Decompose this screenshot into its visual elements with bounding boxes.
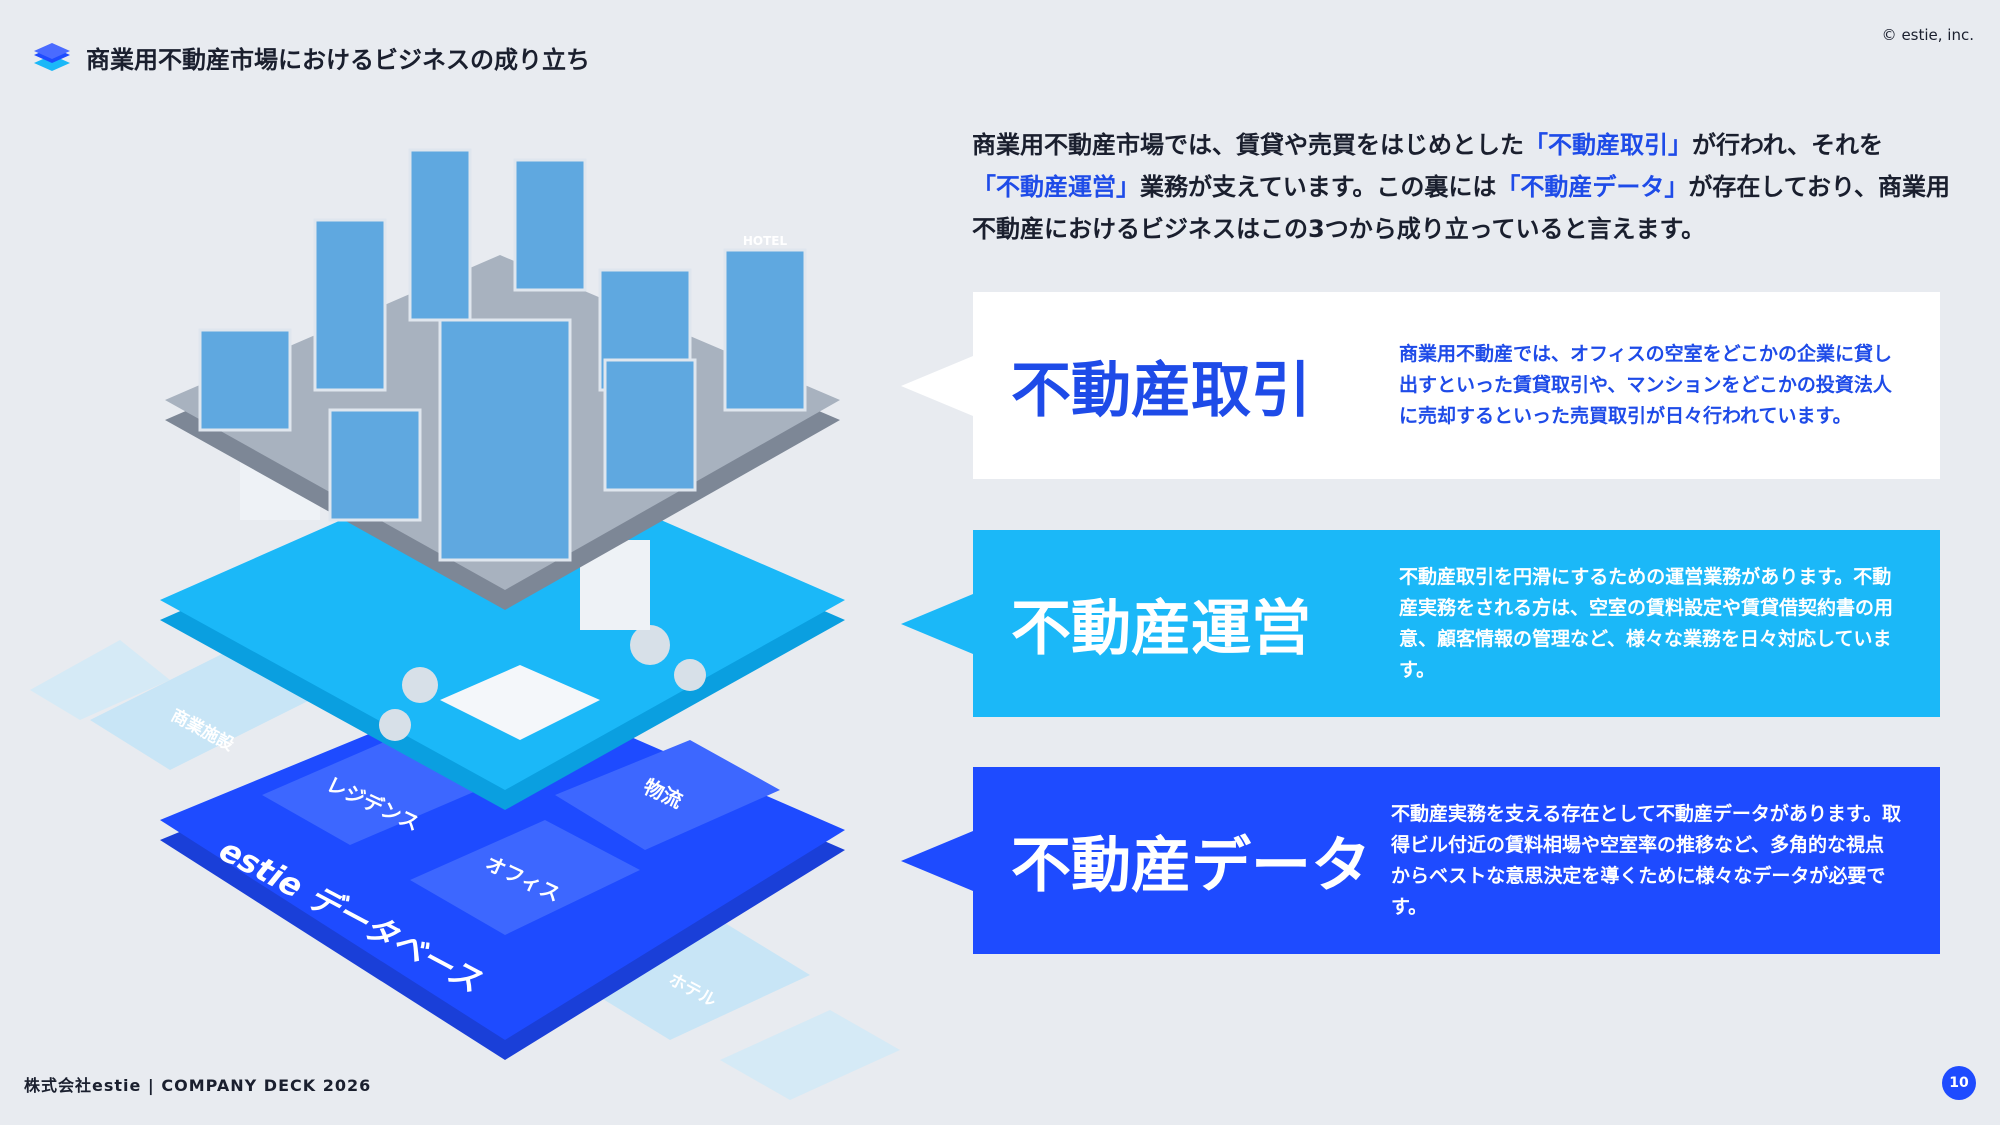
footer-text: 株式会社estie | COMPANY DECK 2026 <box>24 1076 372 1095</box>
pointer-arrow <box>901 355 973 416</box>
intro-highlight: 「不動産データ」 <box>1496 173 1689 201</box>
intro-highlight: 「不動産取引」 <box>1524 131 1692 159</box>
header: 商業用不動産市場におけるビジネスの成り立ち <box>32 40 590 75</box>
intro-part: 商業用不動産市場では、賃貸や売買をはじめとした <box>972 131 1524 159</box>
card-title: 不動産データ <box>1011 831 1371 901</box>
intro-part: 業務が支えています。この裏には <box>1140 173 1497 201</box>
operation-layer <box>160 399 845 810</box>
card-operation: 不動産運営 不動産取引を円滑にするための運営業務があります。不動産実務をされる方… <box>901 530 1940 717</box>
card-title: 不動産取引 <box>1011 356 1311 426</box>
card-desc: 商業用不動産では、オフィスの空室をどこかの企業に貸し出すといった賃貸取引や、マン… <box>1399 343 1893 427</box>
card-desc: 不動産実務を支える存在として不動産データがあります。取得ビル付近の賃料相場や空室… <box>1391 802 1901 918</box>
pointer-arrow <box>901 593 973 654</box>
side-tile-hotel: ホテル <box>580 920 810 1040</box>
page-title: 商業用不動産市場におけるビジネスの成り立ち <box>86 46 590 74</box>
city-layer: HOTEL <box>165 148 840 610</box>
intro-highlight: 「不動産運営」 <box>972 173 1140 201</box>
intro-part: が行われ、それを <box>1692 131 1884 159</box>
layers-icon <box>34 42 70 71</box>
intro-part: が存在しており、商業用不動産におけるビジネスはこの3つから成り立っていると言えま… <box>972 173 1951 243</box>
intro-text: 商業用不動産市場では、賃貸や売買をはじめとした「不動産取引」が行われ、それを「不… <box>972 124 1952 250</box>
pointer-arrow <box>901 830 973 891</box>
side-tile-commercial: 商業施設 <box>90 650 310 770</box>
card-title: 不動産運営 <box>1011 594 1311 664</box>
isometric-illustration: 商業施設 ホテル レジデンス 物流 オフィス estie データベース HOTE… <box>30 148 900 1100</box>
card-transaction: 不動産取引 商業用不動産では、オフィスの空室をどこかの企業に貸し出すといった賃貸… <box>901 292 1940 479</box>
copyright: © estie, inc. <box>1881 26 1974 44</box>
card-desc: 不動産取引を円滑にするための運営業務があります。不動産実務をされる方は、空室の賃… <box>1399 565 1894 681</box>
building-label: HOTEL <box>743 234 788 248</box>
card-data: 不動産データ 不動産実務を支える存在として不動産データがあります。取得ビル付近の… <box>901 767 1940 954</box>
page-number: 10 <box>1942 1066 1976 1100</box>
